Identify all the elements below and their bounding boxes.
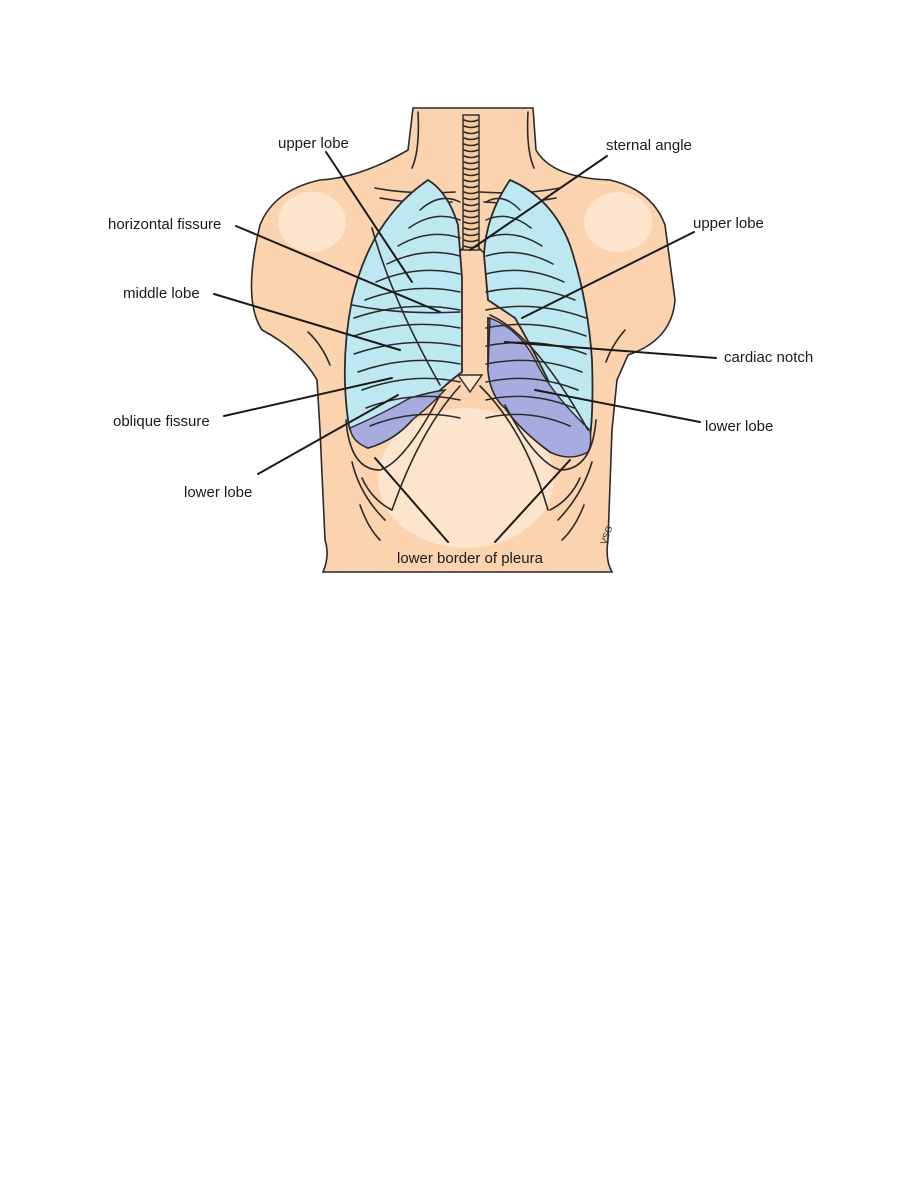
trachea-ring [463,125,479,129]
label-oblique-fissure: oblique fissure [113,413,210,430]
trachea-ring [463,155,479,159]
trachea-ring [463,221,479,225]
trachea-ring [463,131,479,135]
left-lung-rib [485,395,575,409]
right-costal-margin [391,385,461,511]
trachea-ring [463,167,479,171]
leader-right-upper-lobe [325,151,413,283]
right-lung-rib [353,341,461,355]
label-sternal-angle: sternal angle [606,137,692,154]
right-lung-rib [361,377,461,391]
right-lung-ribs [353,197,461,427]
right-axilla-crease [307,331,331,366]
left-lung-rib [485,251,554,265]
right-lung-rib [364,287,461,301]
right-oblique-fissure [371,227,441,386]
leader-left-lower-lobe [534,389,701,423]
right-pleura-lower-border [345,394,441,471]
right-lung-rib [386,251,461,265]
left-shoulder-highlight [584,192,652,252]
left-lung-rib [485,377,579,391]
leader-pleura-right [374,457,449,543]
trachea-ring [463,137,479,141]
left-lower-rib-2 [549,477,581,511]
right-lung-rib [365,395,461,409]
right-lower-rib-2 [361,477,393,511]
right-lung-rib [397,233,461,247]
trachea-ring [463,185,479,189]
trachea-ring [463,203,479,207]
left-lung-rib [485,305,587,319]
label-right-upper-lobe: upper lobe [278,135,349,152]
leader-lines [213,151,717,543]
leader-oblique-fissure [223,377,393,417]
left-lower-rib-1 [557,461,593,521]
right-lung-rib [353,305,461,319]
trachea-ring [463,197,479,201]
left-axilla-crease [605,329,626,363]
trachea-ring [463,179,479,183]
right-lower-lobe-shade [349,389,447,449]
trachea-ring [463,233,479,237]
trachea-ring [463,149,479,153]
label-left-lower-lobe: lower lobe [705,418,773,435]
trachea-rings [463,119,479,249]
neck-line-right [411,111,420,169]
left-lung-rib [485,359,583,373]
right-lung-rib [357,359,461,373]
trachea-ring [463,209,479,213]
left-lung-rib [485,197,521,211]
label-middle-lobe: middle lobe [123,285,200,302]
trachea-ring [463,161,479,165]
left-lung-rib [485,323,587,337]
label-horizontal-fissure: horizontal fissure [108,216,221,233]
left-lung-ribs [485,197,587,427]
right-lung-rib [419,197,461,211]
left-lung-rib [485,215,532,229]
left-oblique-fissure [489,314,589,431]
trachea-ring [463,119,479,123]
leader-pleura-left [494,459,571,543]
label-cardiac-notch: cardiac notch [724,349,813,366]
left-lung-rib [485,341,587,355]
trachea-ring [463,191,479,195]
right-lung-rib [369,413,461,427]
neck-line-left [526,111,535,169]
trachea-ring [463,239,479,243]
trachea-ring [463,173,479,177]
trachea-ring [463,215,479,219]
right-lung-rib [408,215,461,229]
label-right-lower-lobe: lower lobe [184,484,252,501]
right-lung-rib [375,269,461,283]
leader-right-lower-lobe [257,394,399,475]
leader-sternal-angle [469,155,608,251]
labels: upper lobe sternal angle horizontal fiss… [108,135,813,567]
right-lung-rib [353,323,461,337]
right-lower-rib-1 [351,461,386,521]
right-lung [343,178,463,449]
trachea-ring [463,227,479,231]
left-lower-rib-3 [561,504,585,541]
leader-cardiac-notch [504,341,717,359]
leader-middle-lobe [213,293,401,351]
left-lung [483,178,594,458]
label-lower-border-of-pleura: lower border of pleura [397,550,544,567]
right-shoulder-highlight [278,192,346,252]
trachea-ring [463,143,479,147]
left-costal-margin [479,385,549,511]
leader-left-upper-lobe [521,231,695,319]
left-lung-rib [485,413,571,427]
label-left-upper-lobe: upper lobe [693,215,764,232]
xiphoid-process [456,374,484,394]
left-lung-rib [485,269,565,283]
leader-horizontal-fissure [235,225,441,313]
right-lower-rib-3 [359,504,381,541]
